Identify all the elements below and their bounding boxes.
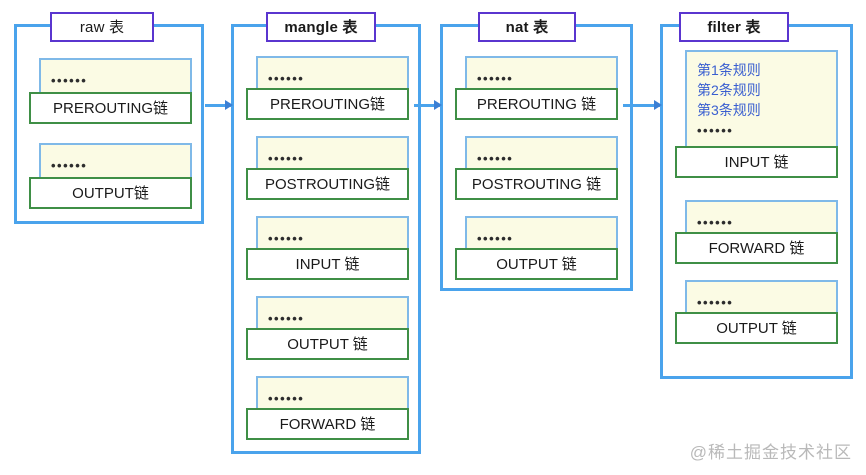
- chain-box-filter-2: OUTPUT 链: [675, 312, 838, 344]
- arrow-raw-to-mangle-icon: [205, 100, 233, 110]
- chain-group-filter-1: •••••• FORWARD 链: [675, 200, 838, 264]
- chain-ellipsis-filter-0: ••••••: [697, 123, 734, 138]
- chain-group-mangle-2: •••••• INPUT 链: [246, 216, 409, 280]
- table-title-filter: filter 表: [679, 12, 789, 42]
- chain-group-raw-0: •••••• PREROUTING链: [29, 58, 192, 124]
- chain-group-nat-1: •••••• POSTROUTING 链: [455, 136, 618, 200]
- chain-box-mangle-2: INPUT 链: [246, 248, 409, 280]
- table-title-nat: nat 表: [478, 12, 576, 42]
- chain-rule-list-filter-0: 第1条规则第2条规则第3条规则: [697, 60, 761, 120]
- chain-box-filter-0: INPUT 链: [675, 146, 838, 178]
- chain-box-nat-1: POSTROUTING 链: [455, 168, 618, 200]
- chain-ellipsis-nat-2: ••••••: [477, 231, 514, 246]
- arrow-nat-to-filter-icon: [623, 100, 662, 110]
- chain-ellipsis-raw-1: ••••••: [51, 158, 88, 173]
- chain-ellipsis-mangle-0: ••••••: [268, 71, 305, 86]
- table-title-mangle: mangle 表: [266, 12, 376, 42]
- chain-group-filter-0: 第1条规则第2条规则第3条规则 •••••• INPUT 链: [675, 50, 838, 178]
- chain-group-nat-0: •••••• PREROUTING 链: [455, 56, 618, 120]
- chain-ellipsis-mangle-3: ••••••: [268, 311, 305, 326]
- chain-ellipsis-mangle-1: ••••••: [268, 151, 305, 166]
- table-title-raw: raw 表: [50, 12, 154, 42]
- chain-ellipsis-mangle-2: ••••••: [268, 231, 305, 246]
- chain-ellipsis-mangle-4: ••••••: [268, 391, 305, 406]
- chain-group-mangle-1: •••••• POSTROUTING链: [246, 136, 409, 200]
- watermark-label: @稀土掘金技术社区: [689, 443, 852, 462]
- chain-box-mangle-1: POSTROUTING链: [246, 168, 409, 200]
- chain-rule-line: 第2条规则: [697, 82, 761, 98]
- chain-box-nat-0: PREROUTING 链: [455, 88, 618, 120]
- arrow-mangle-to-nat-icon: [414, 100, 442, 110]
- chain-box-nat-2: OUTPUT 链: [455, 248, 618, 280]
- chain-rule-line: 第1条规则: [697, 62, 761, 78]
- chain-ellipsis-filter-1: ••••••: [697, 215, 734, 230]
- chain-group-mangle-0: •••••• PREROUTING链: [246, 56, 409, 120]
- chain-box-mangle-4: FORWARD 链: [246, 408, 409, 440]
- chain-group-mangle-4: •••••• FORWARD 链: [246, 376, 409, 440]
- chain-box-filter-1: FORWARD 链: [675, 232, 838, 264]
- chain-ellipsis-nat-0: ••••••: [477, 71, 514, 86]
- chain-rule-line: 第3条规则: [697, 102, 761, 118]
- chain-ellipsis-filter-2: ••••••: [697, 295, 734, 310]
- chain-group-mangle-3: •••••• OUTPUT 链: [246, 296, 409, 360]
- chain-box-raw-1: OUTPUT链: [29, 177, 192, 209]
- chain-group-filter-2: •••••• OUTPUT 链: [675, 280, 838, 344]
- chain-group-nat-2: •••••• OUTPUT 链: [455, 216, 618, 280]
- chain-box-mangle-0: PREROUTING链: [246, 88, 409, 120]
- chain-ellipsis-raw-0: ••••••: [51, 73, 88, 88]
- chain-box-raw-0: PREROUTING链: [29, 92, 192, 124]
- chain-group-raw-1: •••••• OUTPUT链: [29, 143, 192, 209]
- chain-ellipsis-nat-1: ••••••: [477, 151, 514, 166]
- chain-box-mangle-3: OUTPUT 链: [246, 328, 409, 360]
